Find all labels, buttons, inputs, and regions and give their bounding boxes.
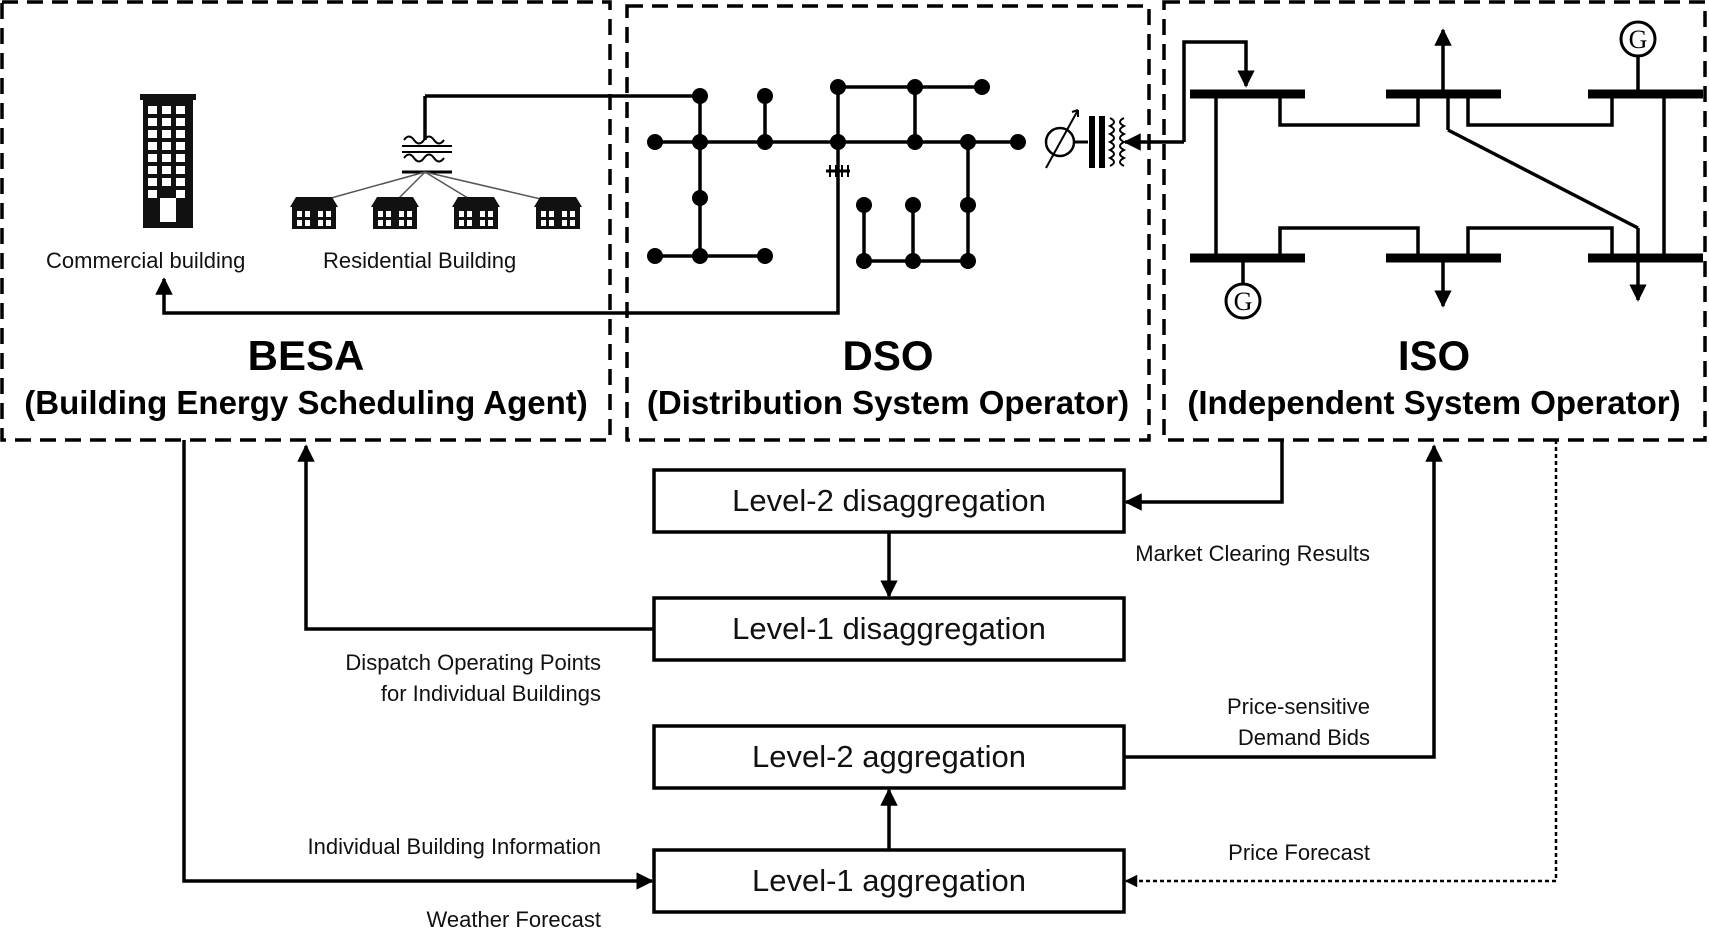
dispatch-to-besa-arrow [297,444,654,631]
transmission-network [1190,89,1703,263]
price-forecast-arrow [1124,440,1558,888]
substation-transformer-icon [1089,116,1127,168]
level2-aggregation-label: Level-2 aggregation [752,739,1026,774]
building-info-arrow [182,440,654,890]
svg-text:G: G [1234,287,1253,316]
besa-title: BESA [248,332,365,379]
dso-subtitle: (Distribution System Operator) [647,384,1129,421]
iso-bus-feed-arrow [1182,40,1255,142]
besa-region-box [0,0,612,442]
price-sensitive-label-line1: Price-sensitive [1227,694,1370,719]
phase-shifter-icon [1044,109,1088,169]
commercial-building-icon [140,94,196,228]
commercial-feeder-line [155,171,840,315]
level1-disaggregation-label: Level-1 disaggregation [732,611,1046,646]
iso-title: ISO [1398,332,1470,379]
dispatch-label-line2: for Individual Buildings [381,681,601,706]
price-sensitive-label-line2: Demand Bids [1238,725,1370,750]
iso-region-box [1162,0,1707,442]
dso-title: DSO [842,332,933,379]
market-clearing-label: Market Clearing Results [1135,541,1370,566]
weather-forecast-label: Weather Forecast [427,907,601,931]
level2-disaggregation-label: Level-2 disaggregation [732,483,1046,518]
residential-building-label: Residential Building [323,248,516,273]
generator-icon-top: G [1619,20,1657,94]
dso-region-box [625,4,1151,442]
besa-subtitle: (Building Energy Scheduling Agent) [24,384,587,421]
iso-subtitle: (Independent System Operator) [1187,384,1680,421]
breaker-icon [826,165,850,177]
market-clearing-arrow [1124,440,1284,511]
residential-transformer-icon [312,96,559,204]
commercial-building-label: Commercial building [46,248,245,273]
demand-bids-arrow [1124,444,1443,759]
building-info-label: Individual Building Information [307,834,601,859]
level2-aggregation-box [652,724,1126,790]
residential-building-icons [290,197,582,229]
level1-aggregation-label: Level-1 aggregation [752,863,1026,898]
price-forecast-label: Price Forecast [1228,840,1370,865]
distribution-nodes [647,79,1026,269]
generator-icon-bottom: G [1224,258,1262,320]
svg-text:G: G [1629,25,1648,54]
dispatch-label-line1: Dispatch Operating Points [345,650,601,675]
level2-disaggregation-box [652,468,1126,534]
